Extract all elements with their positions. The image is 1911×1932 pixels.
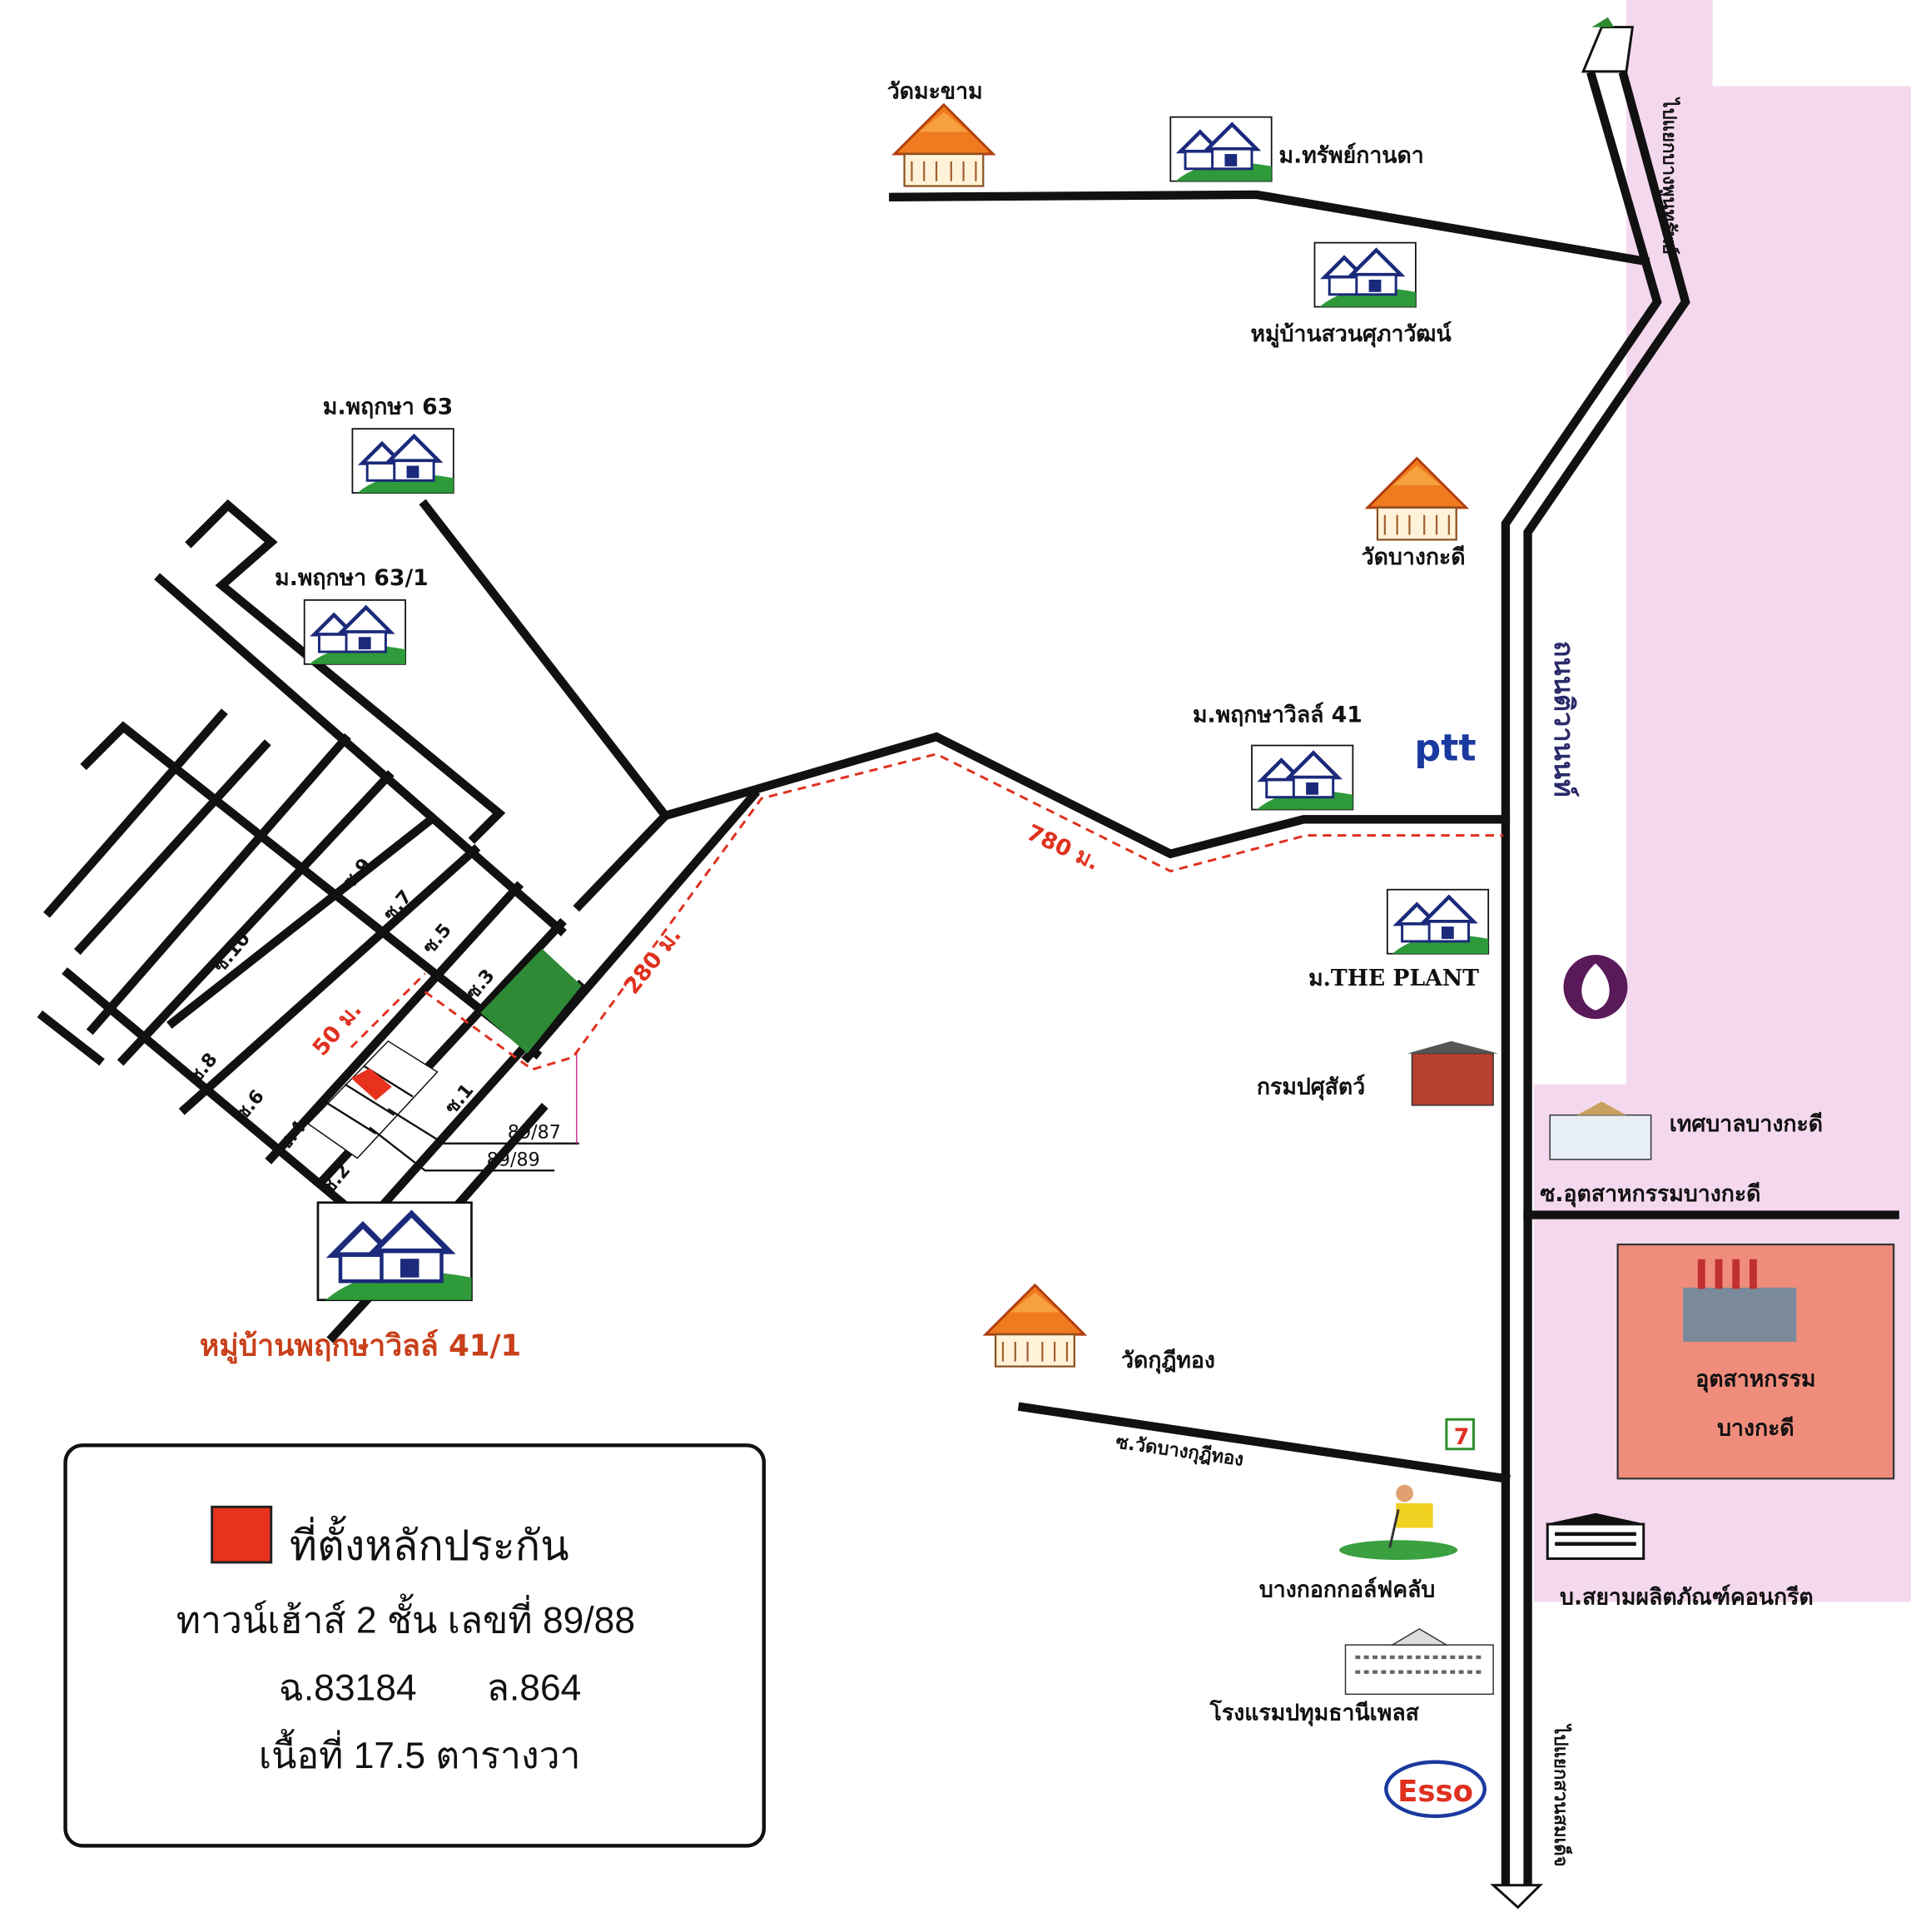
golf-icon bbox=[1339, 1484, 1458, 1560]
village-icon bbox=[1314, 243, 1415, 307]
svg-text:7: 7 bbox=[1454, 1424, 1470, 1450]
main-road bbox=[1490, 17, 1690, 1910]
south-direction-label: ไปแยกสวนสมเด็จ bbox=[1550, 1722, 1573, 1866]
landmark-suan-supawat: หมู่บ้านสวนศุภาวัฒน์ bbox=[1251, 321, 1452, 348]
legend-deed: ฉ.83184 bbox=[279, 1668, 417, 1709]
village-icon bbox=[305, 600, 405, 664]
industrial-label-1: อุตสาหกรรม bbox=[1695, 1366, 1815, 1393]
landmark-pruksa-63-1: ม.พฤกษา 63/1 bbox=[275, 565, 429, 591]
legend-marker bbox=[211, 1505, 273, 1564]
hotel-icon bbox=[1344, 1628, 1494, 1696]
collateral-marker bbox=[350, 1068, 392, 1100]
main-road-label: ถนนติวานนท์ bbox=[1548, 641, 1580, 797]
esso-logo: Esso bbox=[1384, 1760, 1487, 1819]
pink-area bbox=[1626, 0, 1713, 1085]
landmark-wat-kuti: วัดกุฎีทอง bbox=[1121, 1348, 1215, 1374]
industrial-label-2: บางกะดี bbox=[1717, 1415, 1794, 1441]
temple-symbol-icon bbox=[1563, 955, 1628, 1020]
landmark-golf: บางกอกกอล์ฟคลับ bbox=[1259, 1577, 1435, 1602]
distance-route bbox=[350, 752, 1503, 1071]
roads bbox=[37, 190, 1899, 1484]
plot-label-89-87: 89/87 bbox=[508, 1122, 561, 1144]
svg-text:ซ.1: ซ.1 bbox=[440, 1080, 478, 1119]
village-icon bbox=[1252, 746, 1353, 810]
landmark-livestock: กรมปศุสัตว์ bbox=[1257, 1074, 1365, 1100]
legend-area: เนื้อที่ 17.5 ตารางวา bbox=[259, 1729, 581, 1776]
legend-title: ที่ตั้งหลักประกัน bbox=[290, 1516, 569, 1569]
landmark-hotel: โรงแรมปทุมธานีเพลส bbox=[1209, 1699, 1420, 1726]
legend-property: ทาวน์เฮ้าส์ 2 ชั้น เลขที่ 89/88 bbox=[176, 1593, 635, 1641]
temple-icon bbox=[1366, 457, 1468, 541]
legend-box: ที่ตั้งหลักประกัน ทาวน์เฮ้าส์ 2 ชั้น เลข… bbox=[63, 1443, 767, 1848]
landmark-wat-makham: วัดมะขาม bbox=[887, 78, 983, 104]
landmark-pruksaville-41: ม.พฤกษาวิลล์ 41 bbox=[1193, 702, 1363, 728]
soi-industrial-label: ซ.อุตสาหกรรมบางกะดี bbox=[1540, 1181, 1760, 1208]
temple-icon bbox=[984, 1284, 1086, 1368]
svg-text:ซ.10: ซ.10 bbox=[209, 928, 255, 976]
village-icon bbox=[352, 429, 453, 493]
village-icon bbox=[1170, 117, 1271, 181]
svg-text:ซ.2: ซ.2 bbox=[317, 1160, 355, 1199]
village-icon bbox=[1387, 890, 1488, 954]
leader-line bbox=[387, 1108, 579, 1145]
seven-eleven-icon: 7 bbox=[1445, 1418, 1475, 1451]
village-main-label: หมู่บ้านพฤกษาวิลล์ 41/1 bbox=[200, 1329, 521, 1363]
temple-icon bbox=[893, 103, 995, 187]
building-icon bbox=[1407, 1040, 1499, 1106]
landmark-wat-bangkadi: วัดบางกะดี bbox=[1362, 544, 1466, 570]
north-direction-label: ไปแยกบางพูนทรัพย์ bbox=[1657, 96, 1680, 254]
leader-line bbox=[369, 1126, 555, 1172]
industrial-estate: อุตสาหกรรม บางกะดี bbox=[1616, 1243, 1895, 1480]
factory-icon bbox=[1545, 1512, 1646, 1560]
distance-780m: 780 ม. bbox=[1023, 820, 1104, 876]
landmark-sap-kanda: ม.ทรัพย์กานดา bbox=[1279, 142, 1424, 168]
village-main-icon bbox=[318, 1203, 471, 1300]
svg-text:ซ.5: ซ.5 bbox=[419, 919, 456, 958]
landmark-municipality: เทศบาลบางกะดี bbox=[1670, 1111, 1823, 1137]
municipal-building-icon bbox=[1549, 1101, 1652, 1160]
landmark-siam-concrete: บ.สยามผลิตภัณฑ์คอนกรีต bbox=[1560, 1584, 1814, 1610]
distance-50m: 50 ม. bbox=[308, 997, 367, 1061]
landmark-pruksa-63: ม.พฤกษา 63 bbox=[323, 394, 453, 420]
svg-text:Esso: Esso bbox=[1397, 1775, 1473, 1809]
svg-text:ซ.7: ซ.7 bbox=[379, 887, 416, 926]
landmark-the-plant: ม.THE PLANT bbox=[1308, 966, 1479, 991]
plot-label-89-89: 89/89 bbox=[487, 1149, 540, 1170]
legend-land-no: ล.864 bbox=[487, 1668, 582, 1709]
ptt-logo: ptt bbox=[1414, 727, 1476, 769]
green-plot bbox=[480, 948, 582, 1054]
pink-area bbox=[1712, 86, 1911, 1085]
